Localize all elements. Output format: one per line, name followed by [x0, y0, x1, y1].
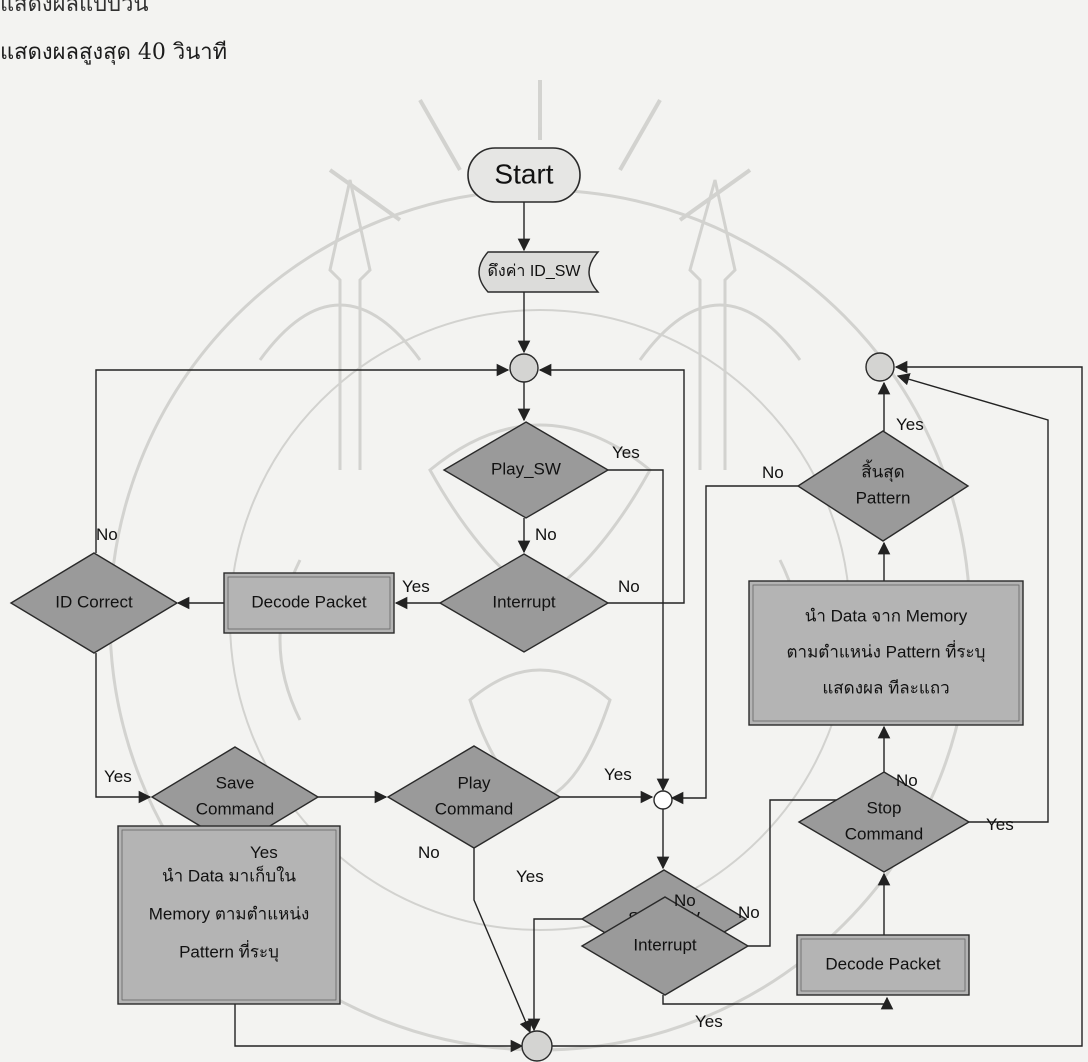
- end-pattern-decision-label-line-1: สิ้นสุด: [861, 459, 904, 482]
- label-no-interrupt2: No: [738, 903, 760, 922]
- connector-loop-top: [509, 353, 539, 383]
- label-no-end: No: [762, 463, 784, 482]
- id-correct-decision: ID Correct: [9, 552, 179, 654]
- play-sw-decision: Play_SW: [442, 421, 610, 519]
- label-yes-play: Yes: [612, 443, 640, 462]
- save-command-decision-label-line-2: Command: [196, 799, 274, 818]
- end-pattern-decision: สิ้นสุด Pattern: [796, 430, 970, 542]
- intro-line-cut: แสดงผลแบบวน: [0, 0, 149, 17]
- read-id-input: ดึงค่า ID_SW: [478, 251, 600, 293]
- store-data-box-label-line-3: Pattern ที่ระบุ: [179, 939, 279, 962]
- edge-interrupt2-no: [748, 793, 878, 947]
- decode-packet-box-2-label: Decode Packet: [825, 954, 941, 973]
- flow-connectors: [95, 202, 1083, 1053]
- stop-command-decision-label-line-1: Stop: [867, 798, 902, 817]
- edge-idcorrect-yes: [95, 653, 152, 804]
- id-correct-decision-label: ID Correct: [55, 592, 133, 611]
- label-yes-stopcmd: Yes: [986, 815, 1014, 834]
- decode-packet-box-1-label: Decode Packet: [251, 592, 367, 611]
- label-no-playcmd: No: [418, 843, 440, 862]
- label-no-stopsw: No: [674, 891, 696, 910]
- edge-interrupt-no: [538, 363, 685, 604]
- label-no-idcorrect: No: [96, 525, 118, 544]
- show-data-box-label-line-2: ตามตำแหน่ง Pattern ที่ระบุ: [787, 639, 986, 662]
- intro-text: แสดงผลแบบวน แสดงผลสูงสุด 40 วินาที: [0, 0, 1088, 65]
- edge-playcmd-no: [473, 848, 532, 1034]
- label-yes-end: Yes: [896, 415, 924, 434]
- label-yes-stopsw: Yes: [516, 867, 544, 886]
- play-sw-decision-label: Play_SW: [491, 459, 561, 478]
- edge-store-bottom: [234, 1004, 524, 1053]
- interrupt-decision-1: Interrupt: [438, 553, 610, 653]
- start-terminator: Start: [467, 147, 581, 203]
- save-command-decision-label-line-1: Save: [216, 773, 255, 792]
- store-data-box-label-line-1: นำ Data มาเก็บใน: [162, 864, 296, 885]
- interrupt-decision-2-label: Interrupt: [633, 935, 697, 954]
- interrupt-decision-1-label: Interrupt: [492, 592, 556, 611]
- edge-interrupt2-yes: [662, 995, 894, 1010]
- start-label: Start: [494, 158, 553, 189]
- store-data-box-label-line-2: Memory ตามตำแหน่ง: [149, 904, 310, 923]
- connector-merge-small: [653, 790, 673, 810]
- label-no-play: No: [535, 525, 557, 544]
- show-data-box: นำ Data จาก Memory ตามตำแหน่ง Pattern ที่…: [748, 580, 1024, 726]
- label-no-interrupt: No: [618, 577, 640, 596]
- connector-bottom: [521, 1030, 553, 1062]
- label-yes-playcmd: Yes: [604, 765, 632, 784]
- label-yes-idcorrect: Yes: [104, 767, 132, 786]
- edge-play-yes-sw: [608, 469, 670, 792]
- decode-packet-box-2: Decode Packet: [796, 934, 970, 996]
- edge-idcorrect-no: [95, 363, 510, 553]
- label-no-stopcmd: No: [896, 771, 918, 790]
- play-command-decision-label-line-2: Command: [435, 799, 513, 818]
- edge-end-no: [670, 485, 798, 805]
- decode-packet-box-1: Decode Packet: [223, 572, 395, 634]
- edge-stopsw-yes: [527, 918, 582, 1032]
- label-yes-save: Yes: [250, 843, 278, 862]
- end-pattern-decision-label-line-2: Pattern: [856, 488, 911, 507]
- store-data-box: นำ Data มาเก็บใน Memory ตามตำแหน่ง Pattern…: [117, 825, 341, 1005]
- show-data-box-label-line-3: แสดงผล ทีละแถว: [822, 678, 949, 697]
- label-yes-interrupt2: Yes: [695, 1012, 723, 1031]
- read-id-label: ดึงค่า ID_SW: [487, 263, 581, 280]
- show-data-box-label-line-1: นำ Data จาก Memory: [805, 606, 968, 625]
- edge-stopcmd-yes: [896, 373, 1049, 823]
- label-yes-interrupt: Yes: [402, 577, 430, 596]
- stop-command-decision-label-line-2: Command: [845, 824, 923, 843]
- interrupt-decision-2: Interrupt: [580, 896, 750, 996]
- edge-bottom-loop: [552, 360, 1083, 1047]
- play-command-decision-label-line-1: Play: [457, 773, 491, 792]
- connector-right-top: [865, 352, 895, 382]
- intro-line: แสดงผลสูงสุด 40 วินาที: [0, 40, 228, 65]
